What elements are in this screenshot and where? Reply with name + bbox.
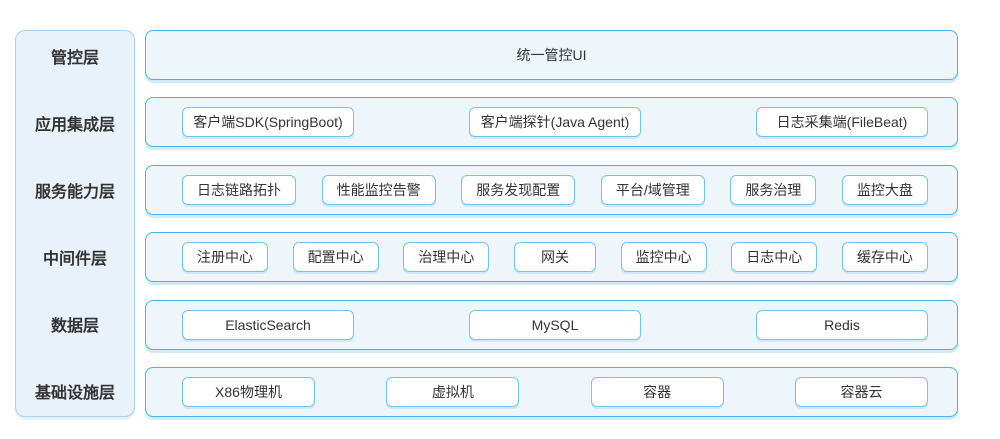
component-box: MySQL <box>469 309 641 340</box>
layer-row-0: 统一管控UI <box>145 30 958 80</box>
component-box: Redis <box>756 309 928 340</box>
component-box: 平台/域管理 <box>600 174 705 205</box>
layer-label-3: 中间件层 <box>42 251 107 268</box>
full-width-box: 统一管控UI <box>516 47 587 63</box>
component-box: 监控大盘 <box>841 174 928 205</box>
component-box: 日志采集端(FileBeat) <box>756 107 928 138</box>
layer-label-5: 基础设施层 <box>34 385 115 402</box>
component-box: 治理中心 <box>403 242 490 273</box>
layer-label-2: 服务能力层 <box>34 184 115 201</box>
layer-row-5: X86物理机 虚拟机 容器 容器云 <box>145 366 958 417</box>
layer-label-column: 管控层应用集成层服务能力层中间件层数据层基础设施层 <box>15 30 135 417</box>
component-box: 配置中心 <box>292 242 379 273</box>
layer-row-4: ElasticSearch MySQL Redis <box>145 299 958 350</box>
component-box: 监控中心 <box>620 242 707 273</box>
component-box: 服务发现配置 <box>461 174 576 205</box>
layer-row-2: 日志链路拓扑性能监控告警服务发现配置平台/域管理服务治理监控大盘 <box>145 164 958 215</box>
component-box: X86物理机 <box>182 376 315 407</box>
component-box: 容器 <box>590 376 724 407</box>
component-box: 服务治理 <box>730 174 817 205</box>
component-box: 日志链路拓扑 <box>182 174 296 205</box>
component-box: 缓存中心 <box>841 242 928 273</box>
component-box: 网关 <box>513 242 596 273</box>
component-box: 性能监控告警 <box>321 174 436 205</box>
layer-row-3: 注册中心配置中心治理中心网关监控中心日志中心缓存中心 <box>145 232 958 283</box>
layer-label-1: 应用集成层 <box>34 117 115 134</box>
component-box: 虚拟机 <box>386 376 520 407</box>
layer-rows: 统一管控UI 客户端SDK(SpringBoot) 客户端探针(Java Agent… <box>145 30 958 417</box>
component-box: 日志中心 <box>731 242 818 273</box>
layer-label-0: 管控层 <box>50 50 99 67</box>
component-box: 客户端SDK(SpringBoot) <box>182 107 354 138</box>
layer-row-1: 客户端SDK(SpringBoot) 客户端探针(Java Agent) 日志采集端… <box>145 97 958 148</box>
component-box: 注册中心 <box>182 242 268 273</box>
component-box: 客户端探针(Java Agent) <box>469 107 641 138</box>
component-box: ElasticSearch <box>182 309 354 340</box>
component-box: 容器云 <box>794 376 928 407</box>
layer-label-4: 数据层 <box>50 318 99 335</box>
